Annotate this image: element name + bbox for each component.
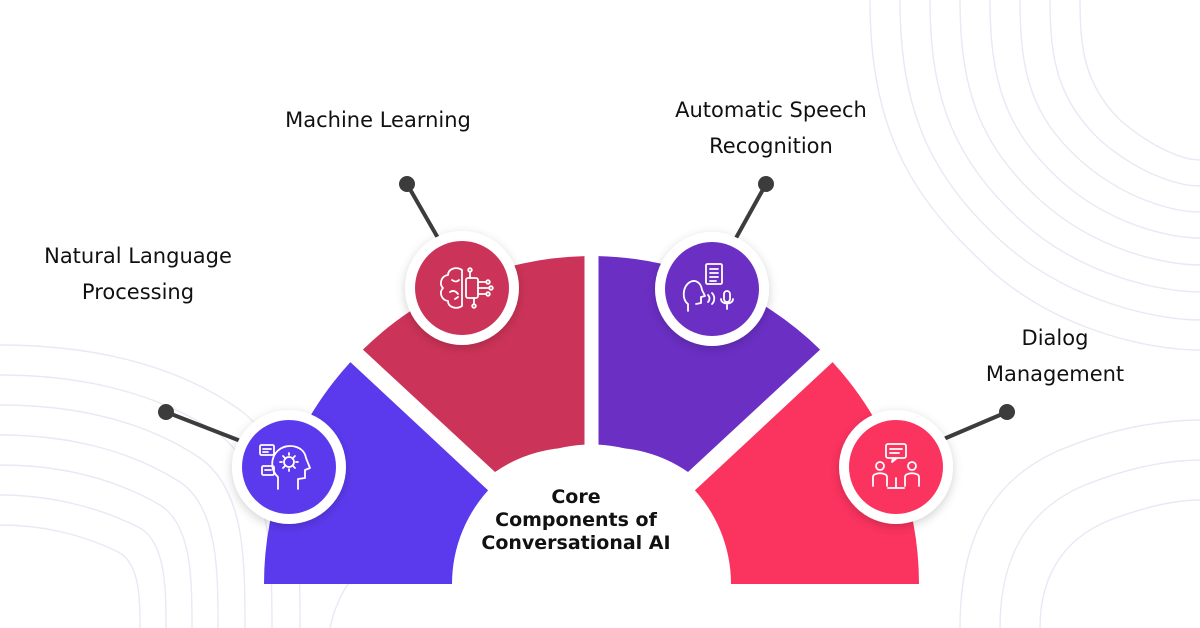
connector-speech-recognition — [734, 182, 768, 240]
ai-head-gear-icon — [259, 444, 311, 490]
dot-speech-recognition — [758, 176, 774, 192]
label-speech-recognition: Automatic Speech Recognition — [648, 92, 894, 164]
center-title-line-2: Components of — [495, 509, 657, 531]
center-title-line-1: Core — [551, 486, 601, 508]
center-disc — [452, 444, 731, 584]
connector-machine-learning — [405, 182, 440, 240]
label-dialog-management: Dialog Management — [960, 320, 1150, 392]
badge-machine-learning — [405, 231, 519, 345]
segment-dialog-management — [692, 362, 919, 584]
center-title: Core Components of Conversational AI — [476, 486, 676, 555]
label-nlp-line-2: Processing — [81, 280, 195, 304]
dot-dialog-management — [999, 404, 1015, 420]
label-machine-learning: Machine Learning — [258, 102, 498, 138]
badge-dialog-management-fill — [849, 420, 943, 514]
conversation-people-icon — [872, 443, 920, 489]
connector-nlp — [164, 410, 240, 442]
label-machine-learning-line-1: Machine Learning — [285, 108, 471, 132]
badge-nlp — [232, 410, 346, 524]
label-nlp: Natural Language Processing — [22, 238, 254, 310]
dot-machine-learning — [399, 176, 415, 192]
badge-speech-recognition — [655, 232, 769, 346]
speech-microphone-icon — [682, 263, 734, 312]
connector-dots — [158, 176, 1015, 420]
label-dialog-management-line-2: Management — [985, 362, 1125, 386]
connector-dialog-management — [944, 410, 1009, 440]
segment-nlp — [264, 362, 491, 584]
dot-nlp — [158, 404, 174, 420]
label-speech-recognition-line-2: Recognition — [709, 134, 833, 158]
label-nlp-line-1: Natural Language — [44, 244, 232, 268]
label-dialog-management-line-1: Dialog — [1021, 326, 1089, 350]
label-speech-recognition-line-1: Automatic Speech — [675, 98, 867, 122]
brain-circuit-icon — [440, 267, 494, 309]
badge-dialog-management — [839, 410, 953, 524]
badge-speech-recognition-fill — [665, 242, 759, 336]
center-title-line-3: Conversational AI — [481, 532, 671, 554]
connectors — [164, 182, 1009, 442]
